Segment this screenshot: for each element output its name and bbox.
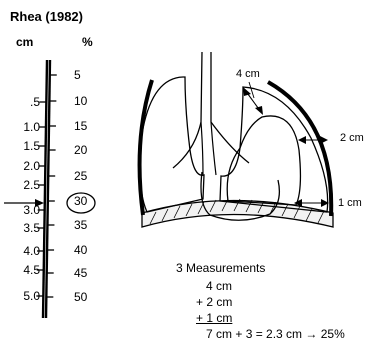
percent-label: 45 — [74, 267, 87, 279]
result-rest: + 3 = 2.3 cm → 25% — [232, 327, 345, 341]
percent-label: 35 — [74, 219, 87, 231]
left-unit-label: cm — [16, 36, 33, 48]
percent-label: 30 — [74, 195, 87, 207]
percent-label: 40 — [74, 244, 87, 256]
cm-label: 5.0 — [0, 290, 40, 302]
percent-label: 10 — [74, 95, 87, 107]
percent-label: 20 — [74, 144, 87, 156]
figure-title: Rhea (1982) — [10, 10, 83, 23]
mid-arrowhead-left — [298, 136, 306, 144]
measurement-line-2: + 2 cm — [196, 296, 232, 308]
cm-label: 4.0 — [0, 245, 40, 257]
mid-arrowhead-right — [320, 136, 328, 144]
cm-label: 3.5 — [0, 222, 40, 234]
cm-label: 1.0 — [0, 121, 40, 133]
percent-label: 50 — [74, 291, 87, 303]
mid-distance-label: 2 cm — [340, 133, 364, 144]
percent-label: 25 — [74, 170, 87, 182]
base-distance-label: 1 cm — [338, 198, 362, 209]
left-lung-outline — [140, 77, 204, 212]
measurement-result: 7 cm + 3 = 2.3 cm → 25% — [206, 328, 345, 340]
cm-label: 1.5 — [0, 140, 40, 152]
apex-distance-label: 4 cm — [236, 69, 260, 80]
cm-label: 2.5 — [0, 179, 40, 191]
measurement-line-1: 4 cm — [206, 280, 232, 292]
apex-arrowhead — [255, 106, 263, 115]
right-unit-label: % — [82, 36, 93, 48]
percent-label: 5 — [74, 69, 81, 81]
percent-label: 15 — [74, 120, 87, 132]
measurement-line-3: + 1 cm — [196, 312, 232, 324]
collapsed-lung — [227, 116, 300, 205]
cm-label: 4.5 — [0, 264, 40, 276]
cm-label: 2.0 — [0, 160, 40, 172]
chest-wall-right — [268, 82, 331, 216]
cm-label: .5 — [0, 96, 40, 108]
right-lung-outline — [220, 87, 328, 212]
result-sum: 7 cm — [206, 327, 232, 341]
cm-label: 3.0 — [0, 204, 40, 216]
measurements-heading: 3 Measurements — [176, 262, 265, 274]
mediastinum-lines — [201, 122, 216, 175]
